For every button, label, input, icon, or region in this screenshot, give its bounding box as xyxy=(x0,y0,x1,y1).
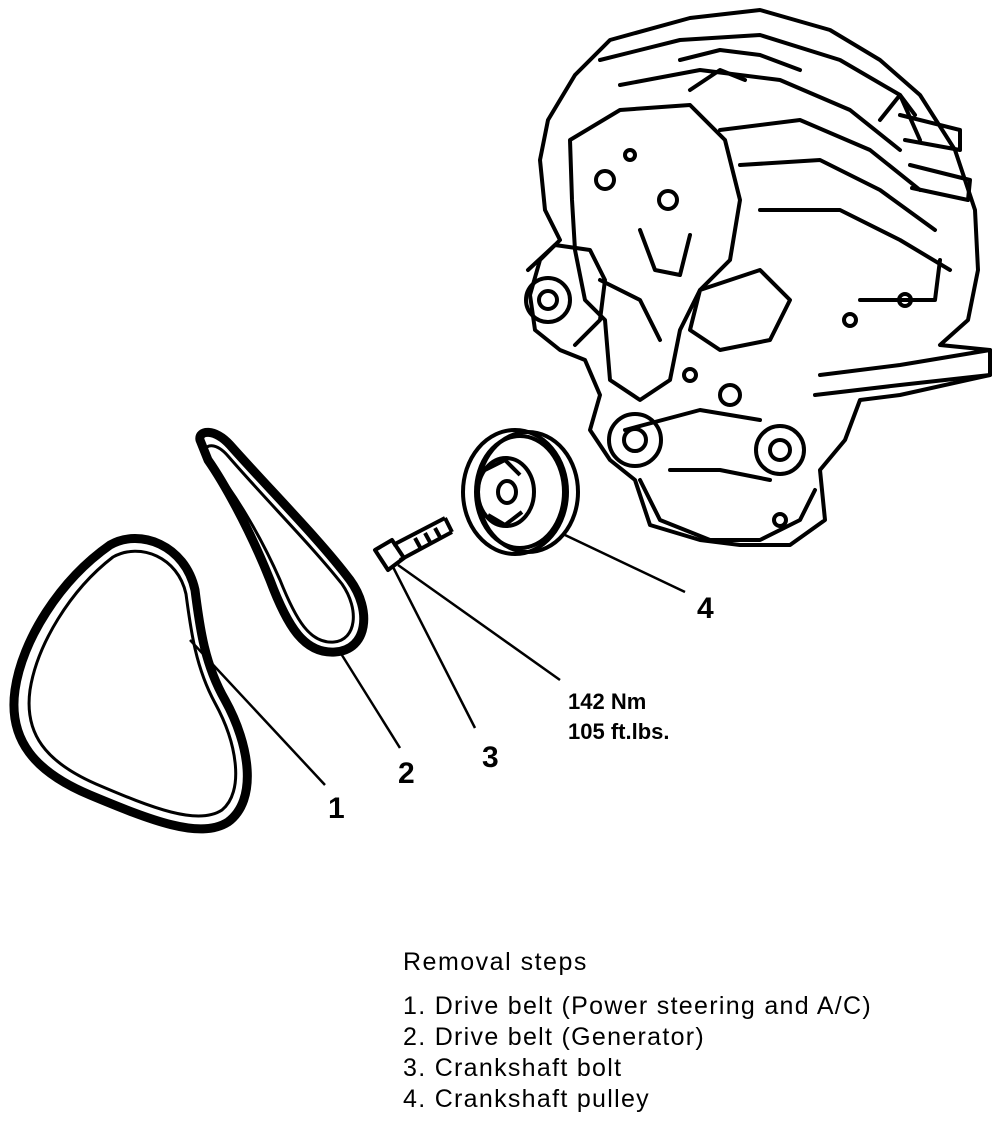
legend-title: Removal steps xyxy=(403,948,588,976)
leader-line-1 xyxy=(189,639,326,786)
exploded-view-diagram: 1 2 3 4 142 Nm 105 ft.lbs. xyxy=(9,8,992,834)
leader-line-2 xyxy=(338,651,402,749)
removal-step-2: 2. Drive belt (Generator) xyxy=(403,1023,706,1051)
callout-3: 3 xyxy=(482,741,499,774)
crankshaft-bolt-illustration xyxy=(373,516,454,572)
crankshaft-pulley-illustration xyxy=(461,428,580,556)
leader-line-torque xyxy=(397,563,561,682)
callout-2: 2 xyxy=(398,757,415,790)
leader-lines xyxy=(189,533,686,786)
leader-line-4 xyxy=(564,533,686,594)
removal-steps-list: 1. Drive belt (Power steering and A/C) 2… xyxy=(403,991,872,1115)
callout-1: 1 xyxy=(328,792,345,825)
torque-metric: 142 Nm xyxy=(568,689,646,714)
torque-imperial: 105 ft.lbs. xyxy=(568,719,669,744)
removal-step-1: 1. Drive belt (Power steering and A/C) xyxy=(403,992,873,1020)
engine-illustration xyxy=(524,8,992,547)
removal-step-3: 3. Crankshaft bolt xyxy=(403,1054,623,1082)
callout-4: 4 xyxy=(697,592,714,625)
leader-line-3 xyxy=(390,564,477,729)
removal-steps-legend: Removal steps 1. Drive belt (Power steer… xyxy=(403,948,872,1115)
generator-drive-belt-illustration xyxy=(195,427,369,657)
ps-ac-drive-belt-illustration xyxy=(9,534,252,834)
removal-step-4: 4. Crankshaft pulley xyxy=(403,1085,650,1113)
